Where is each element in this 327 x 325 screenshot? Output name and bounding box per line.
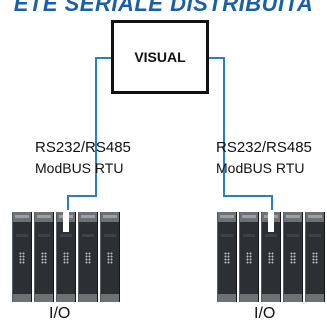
io-module-cap-top [79,212,97,222]
io-module-slot [309,234,321,237]
protocol-line1: RS232/RS485 [216,139,312,156]
io-module-leds [224,252,230,264]
protocol-label-left: RS232/RS485 ModBUS RTU [35,138,131,178]
protocol-line1: RS232/RS485 [35,139,131,156]
wire-left-drop [67,195,97,197]
io-module-cap-bot [262,294,280,302]
diagram-title: ETE SERIALE DISTRIBUITA [13,0,314,16]
io-module-cap-top [306,212,324,222]
io-module-group-right [217,210,325,302]
io-module [100,212,120,302]
io-module [239,212,259,302]
io-module-cap-bot [218,294,236,302]
wire-right-horizontal [207,57,225,59]
wire-right-drop-down [271,195,273,213]
io-module-leds [85,252,91,264]
io-module-cap-bot [306,294,324,302]
io-module-cap-bot [35,294,53,302]
visual-node: VISUAL [111,20,209,94]
io-module-cap-bot [57,294,75,302]
io-module-leds [290,252,296,264]
protocol-line2: ModBUS RTU [216,160,305,176]
wire-right-drop [223,195,273,197]
io-module-cap-bot [13,294,31,302]
io-module-slot [38,234,50,237]
io-module-cap-top [101,212,119,222]
io-module-cap-top [262,212,280,222]
io-module-leds [63,252,69,264]
io-module-slot [16,234,28,237]
io-module [12,212,32,302]
io-module-slot [60,234,72,237]
io-module-cap-top [13,212,31,222]
io-module [261,210,281,302]
wire-left-horizontal [95,57,113,59]
io-module-leds [19,252,25,264]
io-module-slot [243,234,255,237]
io-module-cap-top [57,212,75,222]
wire-left-drop-down [67,195,69,213]
io-module-slot [82,234,94,237]
io-module-slot [221,234,233,237]
io-module-leds [268,252,274,264]
io-module-cap-bot [240,294,258,302]
io-label-right: I/O [254,305,276,322]
io-module [34,212,54,302]
visual-node-label: VISUAL [134,49,186,65]
protocol-label-right: RS232/RS485 ModBUS RTU [216,138,312,178]
wire-left-vertical [95,57,97,197]
io-module [56,210,76,302]
io-module-leds [107,252,113,264]
io-module-cap-top [240,212,258,222]
io-module [217,212,237,302]
io-module [78,212,98,302]
io-module-cap-bot [284,294,302,302]
io-module-slot [265,234,277,237]
io-module-cap-top [218,212,236,222]
io-module-leds [312,252,318,264]
io-module-cap-bot [101,294,119,302]
io-module-cap-top [35,212,53,222]
io-module [305,212,325,302]
io-module-leds [41,252,47,264]
io-module-cap-top [284,212,302,222]
protocol-line2: ModBUS RTU [35,160,124,176]
io-module [283,212,303,302]
io-module-slot [287,234,299,237]
io-module-leds [246,252,252,264]
wire-right-vertical [223,57,225,197]
io-module-cap-bot [79,294,97,302]
io-label-left: I/O [49,305,71,322]
io-module-slot [104,234,116,237]
io-module-group-left [12,210,120,302]
